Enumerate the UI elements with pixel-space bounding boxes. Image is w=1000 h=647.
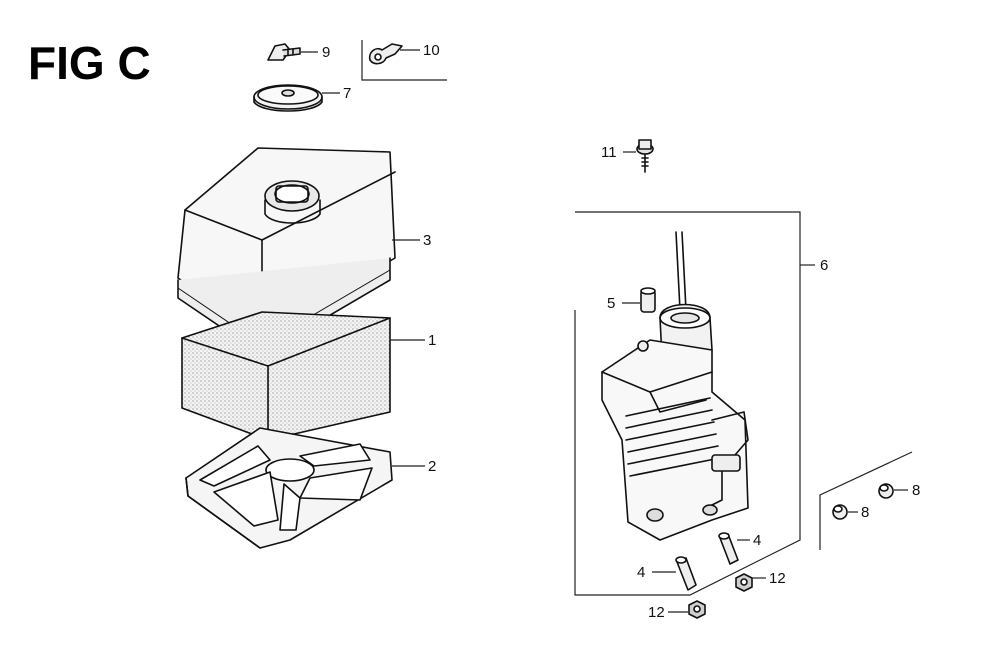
part-9-wing-bolt (267, 43, 301, 61)
part-3-air-cleaner-cover (177, 147, 396, 356)
callout-1: 1 (428, 332, 436, 349)
callout-6: 6 (820, 257, 828, 274)
callout-3: 3 (423, 232, 431, 249)
part-10-clip (368, 43, 403, 65)
part-4-pin-b (675, 556, 697, 591)
part-4-pin-a (718, 532, 739, 565)
callout-10: 10 (423, 42, 440, 59)
callout-2: 2 (428, 458, 436, 475)
callout-11: 11 (601, 144, 617, 161)
bracket-8 (819, 451, 913, 550)
figure-title: FIG C (28, 37, 151, 89)
callout-12a: 12 (769, 570, 786, 587)
part-1-foam-element (181, 311, 391, 441)
callout-5: 5 (607, 295, 615, 312)
part-5-sleeve (640, 287, 656, 313)
bracket-10 (361, 40, 447, 81)
callout-8a: 8 (861, 504, 869, 521)
part-7-seal-washer (253, 84, 323, 112)
part-12-nut-a (735, 573, 753, 592)
part-11-bolt (636, 139, 654, 173)
part-6-intake-elbow (601, 231, 749, 541)
callout-4b: 4 (637, 564, 645, 581)
callout-8b: 8 (912, 482, 920, 499)
part-2-base-grid (185, 427, 393, 549)
part-8-grommet-b (878, 483, 894, 499)
callout-7: 7 (343, 85, 351, 102)
part-8-grommet-a (832, 504, 848, 520)
assembly-6-frame (574, 211, 801, 596)
part-12-nut-b (688, 600, 706, 619)
callout-12b: 12 (648, 604, 665, 621)
callout-4a: 4 (753, 532, 761, 549)
callout-9: 9 (322, 44, 330, 61)
